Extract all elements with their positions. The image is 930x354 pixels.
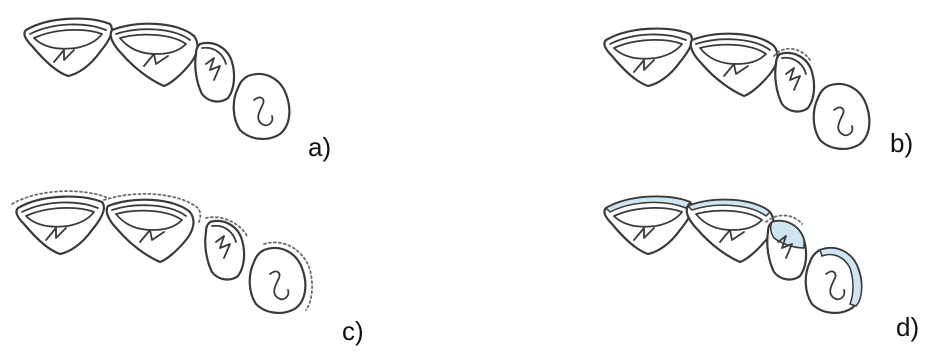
tooth-3 xyxy=(773,47,816,113)
panel-label-c: c) xyxy=(342,316,364,346)
tooth-1 xyxy=(11,190,109,256)
tooth-4 xyxy=(232,72,291,140)
panel-label-a: a) xyxy=(308,132,332,162)
tooth-1 xyxy=(23,17,114,78)
tooth-4 xyxy=(804,246,863,314)
panel-label-d: d) xyxy=(896,312,920,342)
tooth-2 xyxy=(689,32,779,98)
dotted-outline-tooth-4 xyxy=(263,241,313,311)
tooth-3 xyxy=(765,214,808,281)
tooth-4 xyxy=(248,241,313,314)
tooth-3 xyxy=(194,41,236,103)
panel-d: d) xyxy=(600,176,930,346)
tooth-2 xyxy=(685,198,775,264)
dotted-outline-tooth-3 xyxy=(765,214,803,225)
tooth-1 xyxy=(603,195,694,256)
veneer-tooth-4 xyxy=(819,247,863,307)
tooth-4 xyxy=(812,82,871,150)
dotted-outline-tooth-3 xyxy=(773,47,811,61)
dotted-outline-tooth-2 xyxy=(103,193,202,225)
dotted-outline-tooth-3 xyxy=(205,216,249,239)
veneer-tooth-2 xyxy=(686,199,772,217)
tooth-2 xyxy=(109,22,199,88)
teeth-diagram-c xyxy=(11,190,313,314)
tooth-2 xyxy=(103,193,202,264)
teeth-diagram-d xyxy=(603,195,863,314)
teeth-diagram-b xyxy=(603,27,871,150)
panel-a: a) xyxy=(20,10,420,180)
teeth-diagram-a xyxy=(23,17,291,140)
tooth-3 xyxy=(204,216,249,281)
dotted-outline-tooth-1 xyxy=(11,190,109,205)
panel-label-b: b) xyxy=(890,128,914,158)
panel-b: b) xyxy=(600,10,930,180)
panel-c: c) xyxy=(11,176,412,346)
tooth-1 xyxy=(603,27,694,88)
